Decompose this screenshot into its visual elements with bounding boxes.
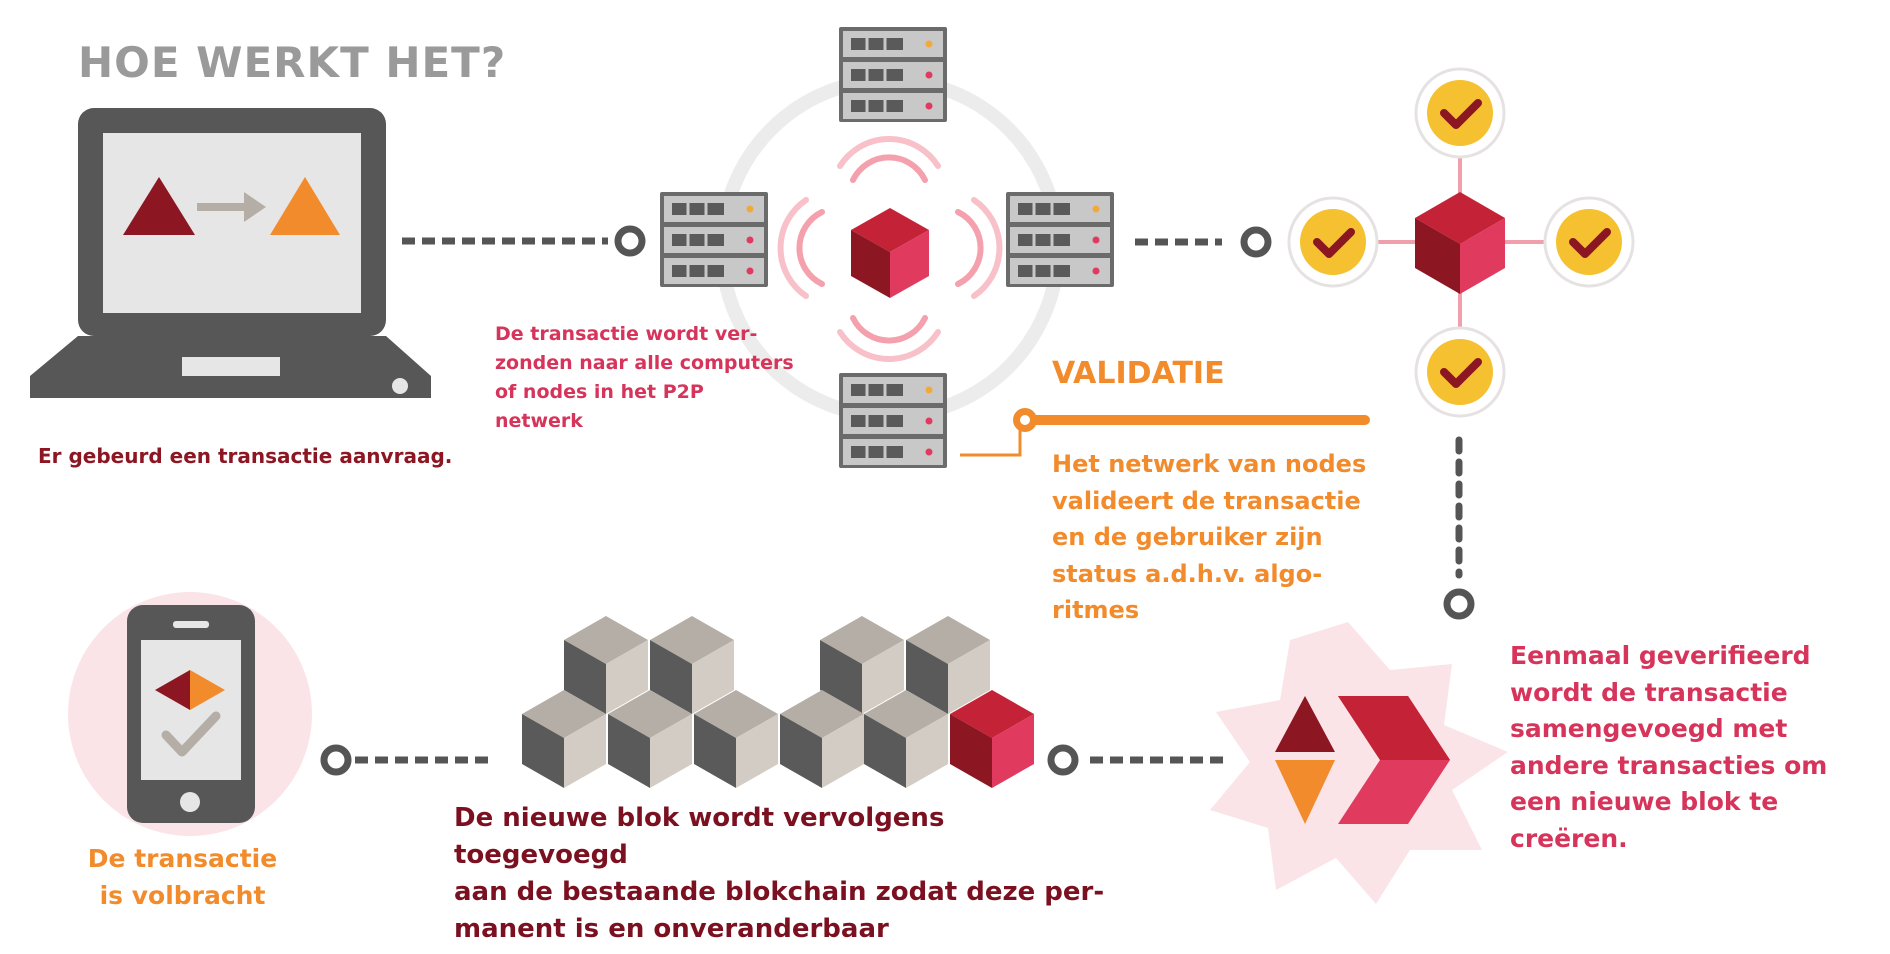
- signal-waves-icon: [777, 136, 1003, 362]
- caption-merge: Eenmaal geverifieerd wordt de transactie…: [1510, 641, 1828, 853]
- connector-node-4: [1047, 744, 1079, 776]
- server-icon: [837, 371, 949, 470]
- connector-node-1: [614, 225, 646, 257]
- block-merge-icon: [1210, 622, 1508, 904]
- cube-icon: [851, 208, 929, 298]
- checkmark-icon: [1545, 198, 1633, 286]
- page-title: HOE WERKT HET?: [78, 38, 507, 87]
- caption-done: De transactie is volbracht: [87, 844, 278, 910]
- validation-bar: [960, 408, 1370, 457]
- server-icon: [837, 25, 949, 124]
- server-icon: [1004, 190, 1116, 289]
- blockchain-blocks: [522, 616, 1034, 788]
- caption-validate: Het netwerk van nodes valideert de trans…: [1052, 450, 1367, 624]
- connector-node-5: [320, 744, 352, 776]
- laptop-icon: [30, 108, 431, 398]
- caption-broadcast: De transactie wordt ver- zonden naar all…: [495, 323, 794, 432]
- caption-append: De nieuwe blok wordt vervolgens toegevoe…: [454, 803, 1105, 944]
- connector-node-2: [1240, 226, 1272, 258]
- checkmark-icon: [1416, 69, 1504, 157]
- caption-request: Er gebeurd een transactie aanvraag.: [38, 444, 453, 468]
- connector-node-3: [1443, 588, 1475, 620]
- validation-title: VALIDATIE: [1052, 356, 1225, 391]
- smartphone-icon: [68, 592, 312, 836]
- checkmark-icon: [1289, 198, 1377, 286]
- checkmark-icon: [1416, 328, 1504, 416]
- server-icon: [658, 190, 770, 289]
- cube-icon: [950, 690, 1034, 788]
- validation-cross: [1289, 69, 1633, 416]
